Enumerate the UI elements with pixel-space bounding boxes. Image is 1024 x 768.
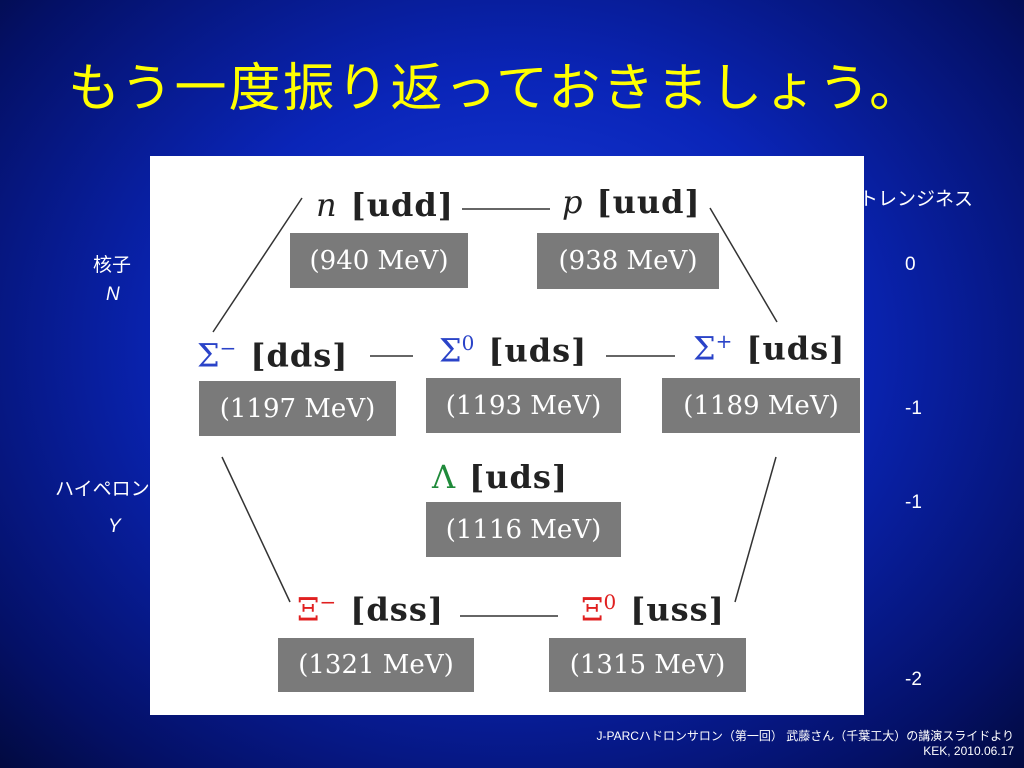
particle-sigma-zero: Σ0 [uds]: [439, 331, 587, 370]
particle-p: p [uud]: [562, 183, 701, 221]
particle-symbol: n: [316, 186, 337, 224]
particle-charge: 0: [461, 331, 475, 355]
mass-badge: (1197 MeV): [199, 381, 396, 436]
particle-lambda: Λ [uds]: [432, 458, 568, 496]
particle-symbol: Ξ: [297, 590, 320, 629]
quark-content: [uds]: [746, 329, 846, 368]
particle-n: n [udd]: [316, 186, 454, 224]
particle-charge: +: [715, 329, 733, 353]
particle-symbol: Ξ: [581, 590, 604, 629]
particle-sigma-plus: Σ+ [uds]: [693, 329, 845, 368]
connector-n-sigma-minus: [212, 197, 303, 333]
quark-content: [uds]: [469, 458, 569, 496]
quark-content: [udd]: [350, 186, 454, 224]
strangeness-value: 0: [905, 254, 916, 275]
mass-badge: (1193 MeV): [426, 378, 621, 433]
strangeness-value: -2: [905, 669, 922, 690]
connector-p-sigma-plus: [709, 207, 778, 323]
connector-lines: [212, 197, 778, 617]
mass-badge: (1116 MeV): [426, 502, 621, 557]
connector-sigma-plus-xi-zero: [734, 456, 777, 603]
particle-xi-zero: Ξ0 [uss]: [581, 590, 725, 629]
particle-charge: −: [319, 590, 337, 614]
strangeness-value: -1: [905, 492, 922, 513]
hyperon-label: ハイペロン: [55, 479, 150, 500]
baryon-octet-diagram: n[udd] (940 MeV) p[uud] (938 MeV) Σ−[dds…: [150, 156, 864, 715]
particle-symbol: p: [562, 183, 583, 221]
connector-sigma-minus-xi-minus: [221, 456, 291, 603]
quark-content: [uds]: [488, 331, 588, 370]
mass-badge: (1189 MeV): [662, 378, 860, 433]
particle-charge: 0: [603, 590, 617, 614]
quark-content: [dss]: [350, 590, 444, 629]
nucleon-label: 核子: [93, 255, 132, 276]
credit-line-1: J-PARCハドロンサロン（第一回） 武藤さん（千葉工大）の講演スライドより: [596, 729, 1014, 743]
hyperon-symbol: Y: [108, 516, 121, 537]
particle-symbol: Σ: [693, 329, 716, 368]
quark-content: [uss]: [630, 590, 725, 629]
particle-symbol: Λ: [432, 458, 456, 496]
quark-content: [uud]: [596, 183, 701, 221]
particle-xi-minus: Ξ−[dss]: [297, 590, 444, 629]
slide-title: もう一度振り返っておきましょう。: [68, 59, 924, 119]
particle-sigma-minus: Σ−[dds]: [197, 336, 348, 375]
strangeness-value: -1: [905, 398, 922, 419]
mass-badge: (1315 MeV): [549, 638, 746, 692]
nucleon-symbol: N: [106, 284, 120, 305]
mass-badge: (940 MeV): [290, 233, 468, 288]
particle-symbol: Σ: [439, 331, 462, 370]
mass-badge: (1321 MeV): [278, 638, 474, 692]
quark-content: [dds]: [250, 336, 349, 375]
particle-symbol: Σ: [197, 336, 220, 375]
credit-line-2: KEK, 2010.06.17: [923, 744, 1014, 758]
mass-badge: (938 MeV): [537, 233, 719, 289]
strangeness-header: ストレンジネス: [840, 189, 974, 210]
particle-charge: −: [219, 336, 237, 360]
